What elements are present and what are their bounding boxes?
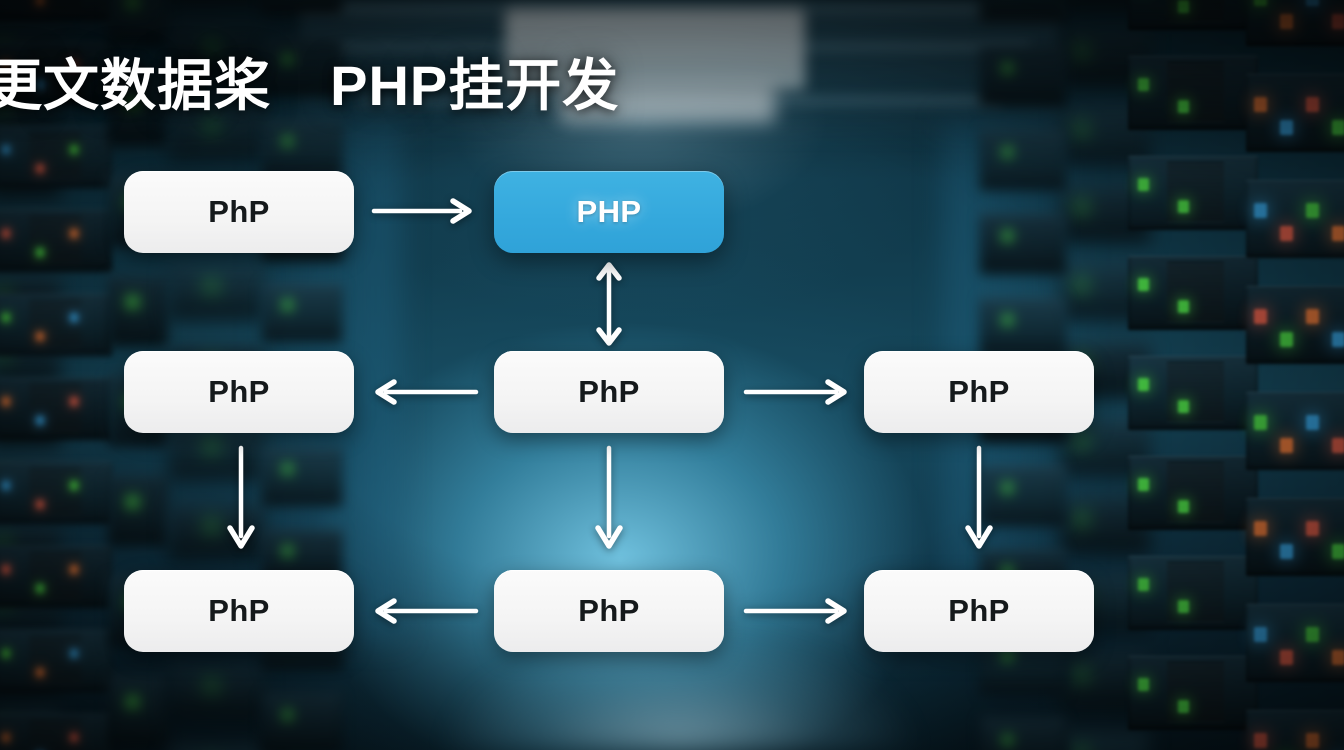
node-label: PHP	[576, 194, 642, 229]
page-title-right: PHP挂开发	[330, 54, 620, 117]
arrow-row3-left	[368, 594, 480, 628]
node-label: PhP	[208, 374, 270, 409]
node-php-r3c1[interactable]: PhP	[124, 570, 354, 652]
node-php-r3c2[interactable]: PhP	[494, 570, 724, 652]
arrow-col1-down	[224, 444, 258, 556]
arrow-row1-right	[370, 194, 478, 228]
node-php-highlighted[interactable]: PHP	[494, 171, 724, 253]
page-title: 更文数据桨 PHP挂开发	[0, 41, 619, 122]
node-label: PhP	[948, 593, 1010, 628]
node-label: PhP	[948, 374, 1010, 409]
arrow-col2-down	[592, 444, 626, 556]
page-title-left: 更文数据桨	[0, 54, 271, 117]
node-php-r3c3[interactable]: PhP	[864, 570, 1094, 652]
node-php-r2c2[interactable]: PhP	[494, 351, 724, 433]
node-label: PhP	[208, 194, 270, 229]
node-php-r1c1[interactable]: PhP	[124, 171, 354, 253]
node-label: PhP	[578, 593, 640, 628]
arrow-col3-down	[962, 444, 996, 556]
arrow-col2-bidirectional	[592, 262, 626, 346]
arrow-row3-right	[742, 594, 854, 628]
arrow-row2-left	[368, 375, 480, 409]
node-label: PhP	[578, 374, 640, 409]
arrow-row2-right	[742, 375, 854, 409]
node-label: PhP	[208, 593, 270, 628]
node-php-r2c3[interactable]: PhP	[864, 351, 1094, 433]
node-php-r2c1[interactable]: PhP	[124, 351, 354, 433]
